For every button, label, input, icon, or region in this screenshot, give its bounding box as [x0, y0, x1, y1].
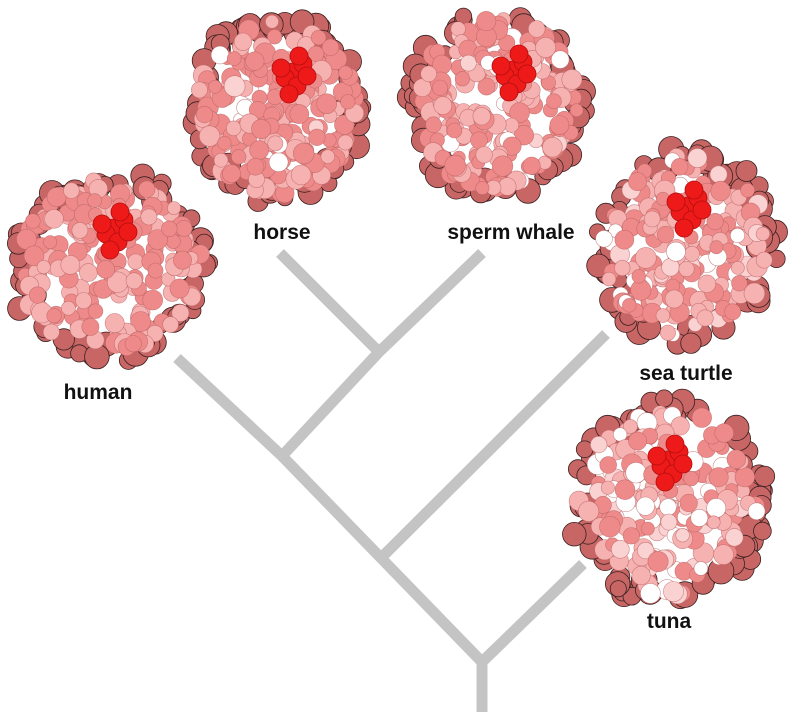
branch-mammal-to-horse [276, 249, 383, 356]
branch-mammal-to-sperm-whale [375, 249, 486, 356]
heme-group [647, 434, 693, 492]
label-horse: horse [253, 221, 310, 244]
branch-to-sea-turtle-node [379, 330, 610, 560]
protein-tuna [562, 388, 776, 610]
label-sea-turtle: sea turtle [639, 362, 732, 385]
protein-human [7, 163, 219, 370]
heme-group [271, 46, 317, 104]
protein-sperm-whale [396, 7, 596, 204]
heme-group [491, 44, 537, 102]
label-sperm-whale: sperm whale [447, 221, 574, 244]
heme-group [92, 202, 138, 260]
protein-atoms [16, 172, 210, 357]
branch-upper-to-mammal-node [277, 348, 384, 460]
branch-root-to-tuna [478, 560, 587, 666]
branch-upper-to-human [173, 353, 286, 461]
protein-horse [182, 9, 372, 212]
label-tuna: tuna [647, 610, 692, 633]
heme-group [666, 180, 712, 238]
label-human: human [64, 381, 133, 404]
protein-sea-turtle [586, 136, 788, 355]
branch-root-to-upper-clade [278, 452, 486, 666]
